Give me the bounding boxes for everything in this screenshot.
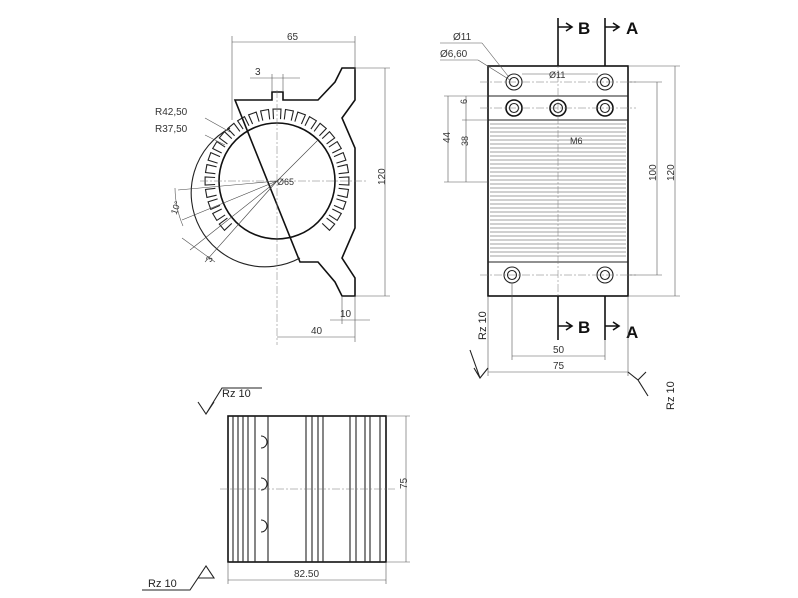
dim-angle-label: 10° (169, 199, 183, 216)
dim-100-label: 100 (648, 164, 659, 181)
bottom-notch-2 (260, 477, 268, 491)
section-a-label-top: A (626, 19, 638, 38)
section-b-label-top: B (578, 19, 590, 38)
front-view-holes (503, 73, 614, 284)
dim-hole-large-label: Ø11 (453, 32, 472, 43)
rz-top-label: Rz 10 (222, 388, 251, 400)
section-b-arrow-bottom (558, 321, 574, 331)
dim-tooth-label: 3 (204, 254, 215, 263)
dim-6-label: 6 (459, 99, 469, 104)
bottom-notch-3 (260, 519, 268, 533)
section-a-label-bottom: A (626, 323, 638, 342)
dim-r-inner-label: R37,50 (155, 124, 188, 135)
rz-right-label: Rz 10 (665, 381, 677, 410)
dim-3-label: 3 (255, 67, 261, 78)
side-view-radius-line (276, 139, 319, 182)
dim-38-label: 38 (460, 136, 470, 146)
side-view: 65 3 R42,50 R37,50 10° 3 Ø65 120 40 10 (155, 32, 390, 345)
leader-hole-large (481, 42, 509, 77)
side-view-angle-line-c (189, 180, 278, 251)
side-view-body-outline (233, 67, 356, 297)
rz-right-symbol (627, 371, 649, 397)
leader-r-outer (204, 117, 231, 133)
rz-bottom-symbol (142, 565, 216, 591)
dim-82-label: 82.50 (294, 569, 319, 580)
front-view: B A B A Ø11 Ø6,60 Ø11 44 6 38 M6 100 120 (440, 18, 680, 410)
dim-10-label: 10 (340, 309, 352, 320)
rz-bottom-label: Rz 10 (148, 578, 177, 590)
dim-hole-small-label: Ø6,60 (440, 49, 468, 60)
leader-hole-small (477, 59, 511, 81)
leader-r-inner (204, 134, 226, 146)
dim-thread-label: M6 (570, 136, 583, 146)
dim-bore-label: Ø65 (277, 177, 294, 187)
dim-tooth-leader (181, 237, 216, 263)
dim-40-label: 40 (311, 326, 323, 337)
gear-teeth-path (204, 108, 350, 232)
dim-hole-mid-label: Ø11 (549, 70, 565, 80)
dim-65-label: 65 (287, 32, 299, 43)
rz-left-label: Rz 10 (477, 311, 489, 340)
dim-50-label: 50 (553, 345, 565, 356)
gear-root-arc (190, 127, 301, 268)
section-a-arrow-top (605, 22, 621, 32)
section-b-arrow-top (558, 22, 574, 32)
rz-top-symbol (197, 387, 262, 415)
section-b-label-bottom: B (578, 318, 590, 337)
rz-left-symbol (469, 349, 489, 379)
side-view-angle-line-a (177, 180, 278, 191)
side-view-angle-arc (174, 187, 184, 227)
dim-120-label: 120 (377, 168, 388, 185)
side-view-angle-line-d (204, 180, 278, 263)
section-a-arrow-bottom (605, 321, 621, 331)
dim-r-outer-label: R42,50 (155, 107, 188, 118)
dim-44-label: 44 (442, 131, 453, 143)
bottom-view: 75 82.50 Rz 10 Rz 10 (142, 387, 410, 591)
dim-120-front-label: 120 (666, 164, 677, 181)
dim-75-front-label: 75 (553, 361, 565, 372)
side-view-angle-line-b (181, 180, 278, 221)
hole-bottom-left-inner (506, 269, 518, 281)
bottom-notch-1 (260, 435, 268, 449)
side-view-teeth (190, 108, 350, 268)
dim-75-bottom-label: 75 (399, 477, 410, 489)
